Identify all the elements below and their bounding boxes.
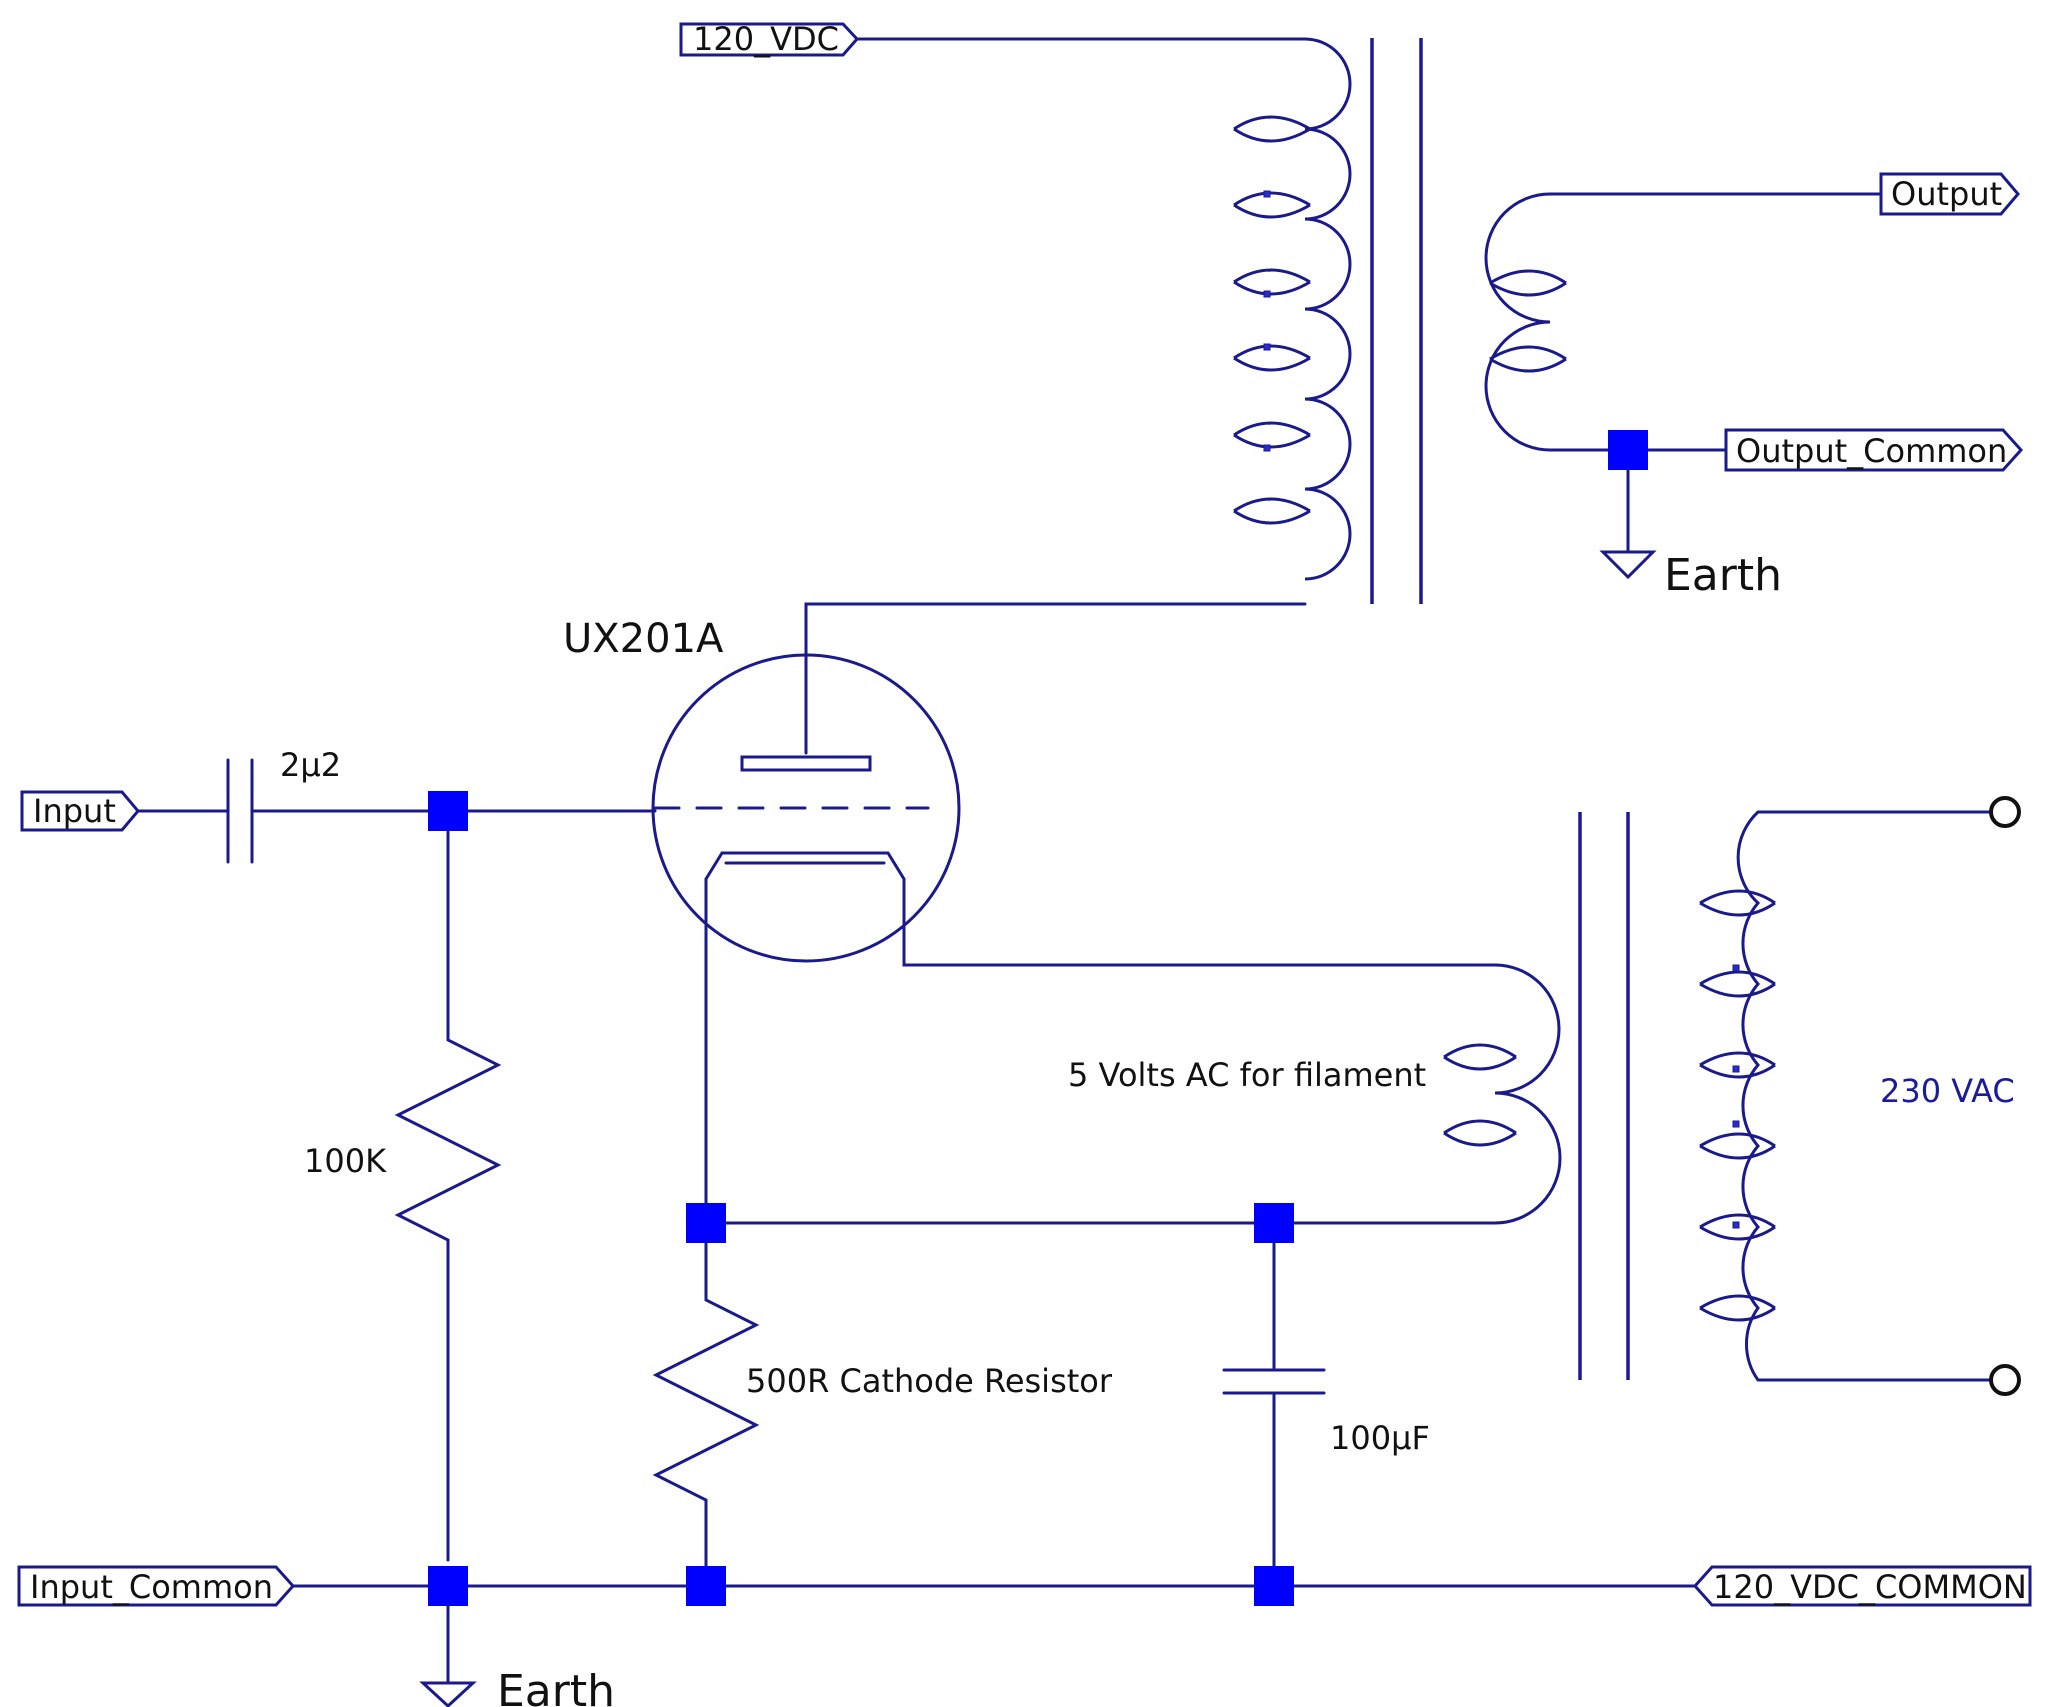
earth-symbol-output xyxy=(1599,550,1657,580)
port-output: Output xyxy=(1879,172,2020,216)
port-output-common: Output_Common xyxy=(1724,428,2024,472)
cathode-resistor xyxy=(652,1241,760,1572)
mains-terminal-bottom xyxy=(1989,1364,2021,1396)
grid-resistor xyxy=(394,829,502,1562)
mains-terminal-top xyxy=(1989,796,2021,828)
coupling-capacitor-label: 2µ2 xyxy=(280,746,341,784)
bypass-capacitor-label: 100µF xyxy=(1330,1419,1430,1457)
svg-text:Output: Output xyxy=(1891,175,2002,213)
common-rail: Input_Common 120_VDC_COMMON Earth xyxy=(17,1565,2032,1707)
junction-common-cathode xyxy=(686,1566,726,1606)
tube-label: UX201A xyxy=(563,616,724,662)
svg-text:120_VDC: 120_VDC xyxy=(693,20,839,58)
svg-text:Input: Input xyxy=(33,792,116,830)
mains-winding-label: 230 VAC xyxy=(1880,1072,2015,1110)
port-120-vdc: 120_VDC xyxy=(679,20,860,58)
filament-coil xyxy=(1494,963,1562,1225)
tube-filament xyxy=(704,851,906,881)
port-input-common: Input_Common xyxy=(17,1565,296,1607)
cathode-resistor-label: 500R Cathode Resistor xyxy=(746,1362,1113,1400)
wire-plate-to-primary xyxy=(804,602,1307,755)
earth-symbol-input xyxy=(419,1681,477,1707)
junction-cathode xyxy=(686,1203,726,1243)
cathode-network: 500R Cathode Resistor 100µF xyxy=(652,877,1430,1572)
output-transformer: 120_VDC Ou xyxy=(679,20,2024,604)
vacuum-tube-ux201a: UX201A xyxy=(563,616,961,963)
filament-winding-label: 5 Volts AC for filament xyxy=(1068,1056,1426,1094)
tube-plate xyxy=(740,755,872,772)
svg-text:Input_Common: Input_Common xyxy=(30,1568,273,1606)
junction-output-common xyxy=(1608,430,1648,470)
junction-common-bypass xyxy=(1254,1566,1294,1606)
svg-text:120_VDC_COMMON: 120_VDC_COMMON xyxy=(1713,1568,2027,1606)
junction-common-grid xyxy=(428,1566,468,1606)
junction-grid xyxy=(428,791,468,831)
earth-label-output: Earth xyxy=(1664,550,1782,601)
port-input: Input xyxy=(20,790,140,832)
input-stage: Input 2µ2 100K xyxy=(20,746,657,1562)
svg-text:Output_Common: Output_Common xyxy=(1736,432,2007,470)
earth-label-input: Earth xyxy=(497,1666,615,1707)
junction-bypass-cap-top xyxy=(1254,1203,1294,1243)
port-120-vdc-common: 120_VDC_COMMON xyxy=(1692,1565,2032,1607)
wire-filament-right xyxy=(902,877,1497,967)
mains-primary-coil xyxy=(1699,810,1776,1381)
output-secondary-coil xyxy=(1484,192,1567,452)
filament-transformer: 5 Volts AC for filament 230 VAC xyxy=(902,796,2021,1396)
grid-resistor-label: 100K xyxy=(304,1142,387,1180)
output-primary-coil xyxy=(1233,37,1352,581)
